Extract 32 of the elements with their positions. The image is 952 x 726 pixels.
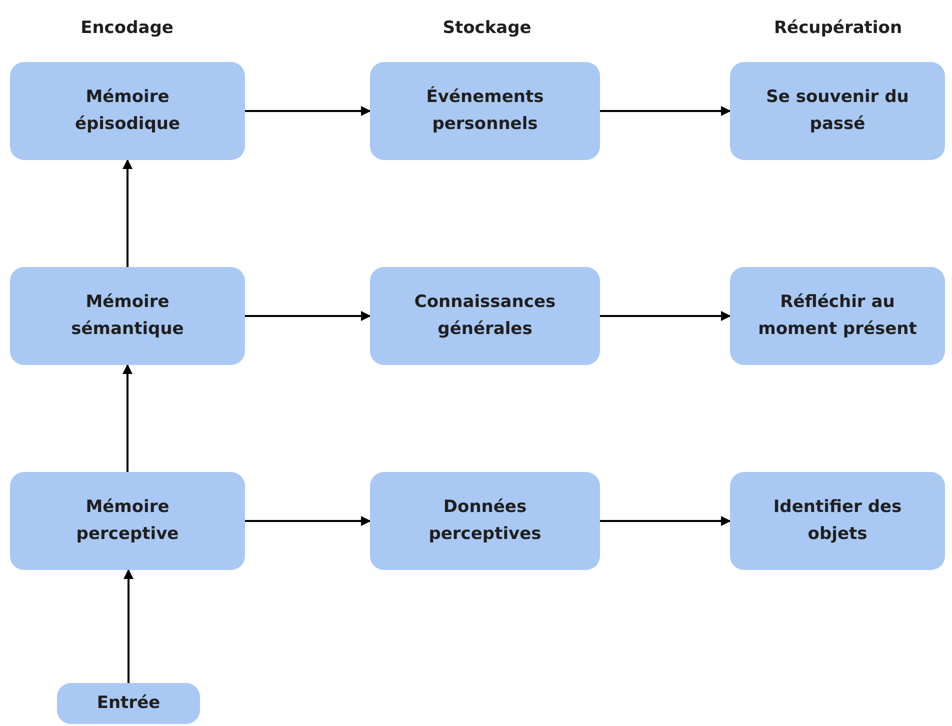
process-box (730, 267, 945, 365)
process-box (10, 62, 245, 160)
arrow (245, 311, 371, 321)
process-box (370, 267, 600, 365)
arrow (600, 106, 731, 116)
arrow (122, 159, 132, 267)
column-heading: Encodage (80, 17, 174, 40)
box-label: Mémoire perceptive (75, 496, 180, 546)
column-heading: Stockage (442, 17, 532, 40)
box-label: Mémoire sémantique (70, 291, 185, 341)
arrow (124, 569, 134, 683)
box-label: Connaissances générales (413, 291, 557, 341)
box-label: Réfléchir au moment présent (757, 291, 918, 341)
box-label: Se souvenir du passé (765, 86, 910, 136)
arrow (245, 106, 371, 116)
arrow (600, 516, 731, 526)
process-box (730, 62, 945, 160)
box-label: Données perceptives (428, 496, 542, 546)
column-heading: Récupération (774, 17, 902, 40)
arrow (122, 364, 132, 472)
box-label: Mémoire épisodique (74, 86, 182, 136)
process-box (57, 683, 200, 724)
arrow (245, 516, 371, 526)
box-label: Identifier des objets (772, 496, 903, 546)
arrow (600, 311, 731, 321)
box-label: Entrée (96, 692, 160, 715)
process-box (10, 267, 245, 365)
process-box (370, 472, 600, 570)
process-box (730, 472, 945, 570)
process-box (370, 62, 600, 160)
process-box (10, 472, 245, 570)
box-label: Événements personnels (425, 85, 545, 136)
